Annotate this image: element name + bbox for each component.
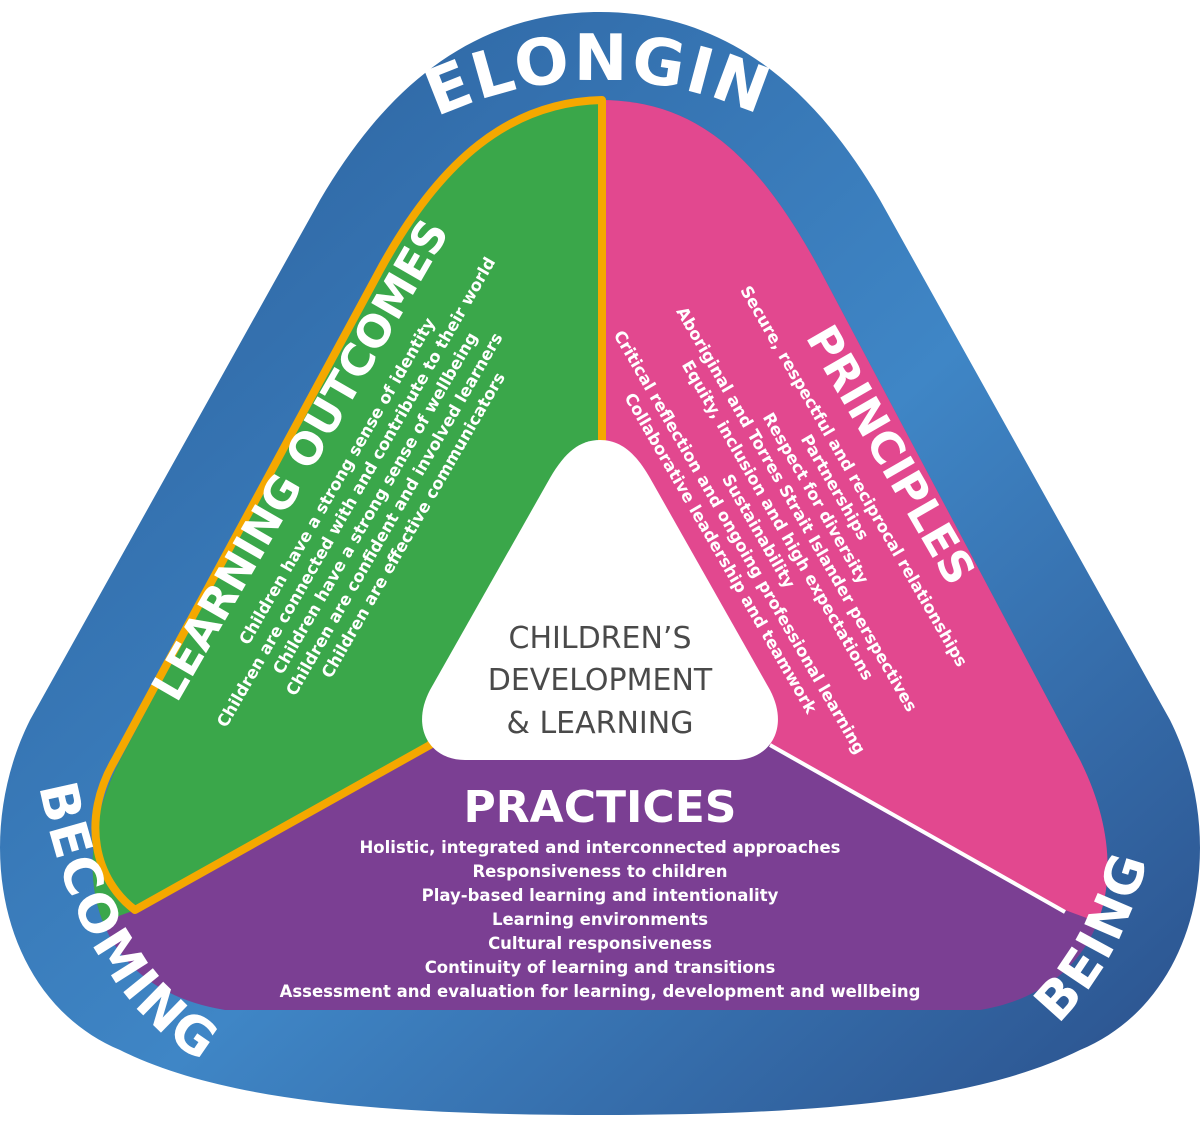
practices-item: Responsiveness to children xyxy=(472,862,727,881)
practices-item: Assessment and evaluation for learning, … xyxy=(280,982,921,1001)
practices-item: Cultural responsiveness xyxy=(488,934,712,953)
center-line-3: & LEARNING xyxy=(507,706,694,741)
outcomes-outline xyxy=(91,96,606,914)
practices-item: Play-based learning and intentionality xyxy=(422,886,779,905)
practices-title: PRACTICES xyxy=(464,782,737,833)
practices-block: PRACTICES Holistic, integrated and inter… xyxy=(280,782,921,1001)
practices-item: Holistic, integrated and interconnected … xyxy=(360,838,841,857)
center-triangle xyxy=(422,440,778,760)
divider-line xyxy=(769,743,1066,914)
center-line-2: DEVELOPMENT xyxy=(488,663,713,698)
center-line-1: CHILDREN’S xyxy=(509,621,692,656)
practices-item: Continuity of learning and transitions xyxy=(425,958,776,977)
practices-item: Learning environments xyxy=(492,910,708,929)
